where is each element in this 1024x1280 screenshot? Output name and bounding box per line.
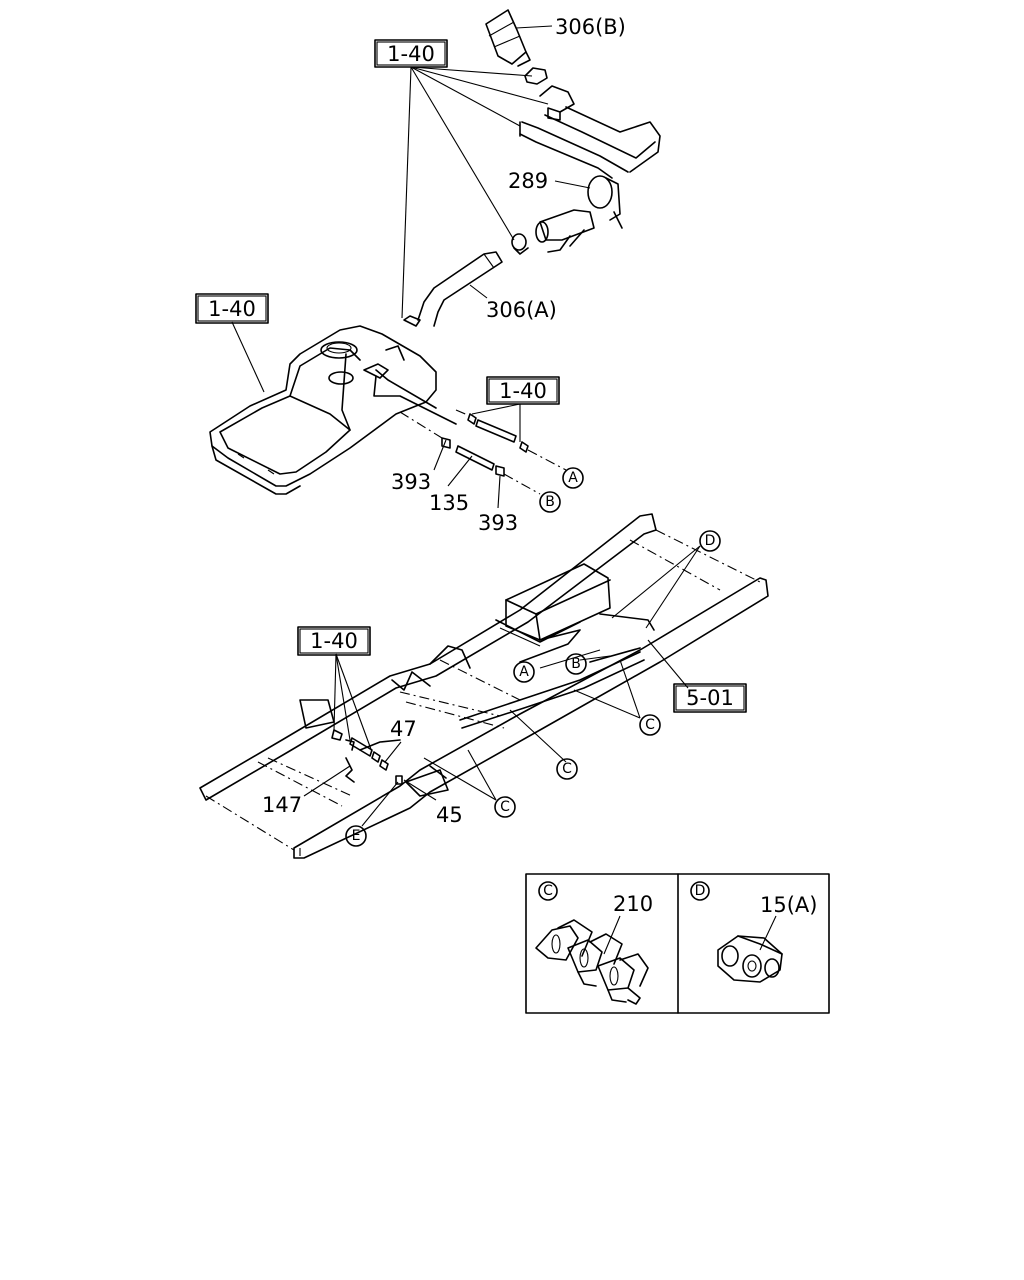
svg-text:D: D	[705, 533, 716, 549]
ref-box-frame-right-text: 5-01	[686, 686, 734, 710]
callout-b-frame: B	[565, 653, 587, 675]
part-label-135: 135	[429, 491, 469, 515]
part-label-306b: 306(B)	[555, 15, 626, 39]
callout-c-right: C	[639, 714, 661, 736]
filler-cap-306b-drawing	[485, 9, 531, 67]
callout-e-low: E	[345, 825, 367, 847]
part-label-306a: 306(A)	[486, 298, 557, 322]
tank-leaders	[231, 321, 521, 509]
callout-c-mid: C	[556, 758, 578, 780]
filler-neck-bracket-289-drawing	[535, 175, 623, 253]
svg-text:C: C	[562, 761, 572, 777]
svg-text:B: B	[545, 494, 555, 510]
ref-box-tank-pipe: 1-40	[486, 376, 560, 405]
part-label-45: 45	[436, 803, 463, 827]
filler-hose-306a-drawing	[403, 251, 503, 327]
part-label-15a: 15(A)	[760, 893, 817, 917]
ref-box-frame-right: 5-01	[673, 683, 747, 713]
ref-box-tank-left-text: 1-40	[208, 297, 256, 321]
ref-box-top-text: 1-40	[387, 42, 435, 66]
ref-box-frame-left-text: 1-40	[310, 629, 358, 653]
part-label-147: 147	[262, 793, 302, 817]
ref-box-tank-left: 1-40	[195, 293, 269, 324]
hose-clamp-drawing	[511, 233, 529, 255]
svg-text:B: B	[571, 656, 581, 672]
svg-text:A: A	[568, 470, 578, 486]
filler-clamp-drawing	[524, 67, 548, 85]
detail-panel: C 210 D 15(A)	[525, 873, 830, 1014]
part-label-393-right: 393	[478, 511, 518, 535]
part-label-289: 289	[508, 169, 548, 193]
svg-text:D: D	[695, 883, 706, 899]
frame-leaders	[303, 545, 701, 827]
callout-d-top: D	[699, 530, 721, 552]
detail-c-callout: C	[538, 881, 558, 901]
clip-15a-drawing	[717, 935, 783, 983]
callout-c-low: C	[494, 796, 516, 818]
callout-b-tank: B	[539, 491, 561, 513]
tank-pipe-drawing	[455, 409, 567, 471]
svg-text:C: C	[543, 883, 553, 899]
ref-top-leaders	[401, 66, 549, 319]
svg-text:C: C	[500, 799, 510, 815]
tank-hose-135-drawing	[399, 411, 541, 495]
ref-box-frame-left: 1-40	[297, 626, 371, 656]
part-label-47: 47	[390, 717, 417, 741]
callout-a-frame: A	[513, 661, 535, 683]
ref-box-top: 1-40	[374, 39, 448, 68]
svg-text:A: A	[519, 664, 529, 680]
part-label-210: 210	[613, 892, 653, 916]
clip-210-drawing	[535, 919, 649, 1005]
filler-neck-pipe-drawing	[519, 85, 661, 179]
fuel-tank-drawing	[209, 325, 457, 495]
svg-text:C: C	[645, 717, 655, 733]
callout-a-tank: A	[562, 467, 584, 489]
ref-box-tank-pipe-text: 1-40	[499, 379, 547, 403]
svg-text:E: E	[352, 828, 361, 844]
detail-d-callout: D	[690, 881, 710, 901]
part-label-393-left: 393	[391, 470, 431, 494]
chassis-frame-drawing	[199, 513, 769, 859]
